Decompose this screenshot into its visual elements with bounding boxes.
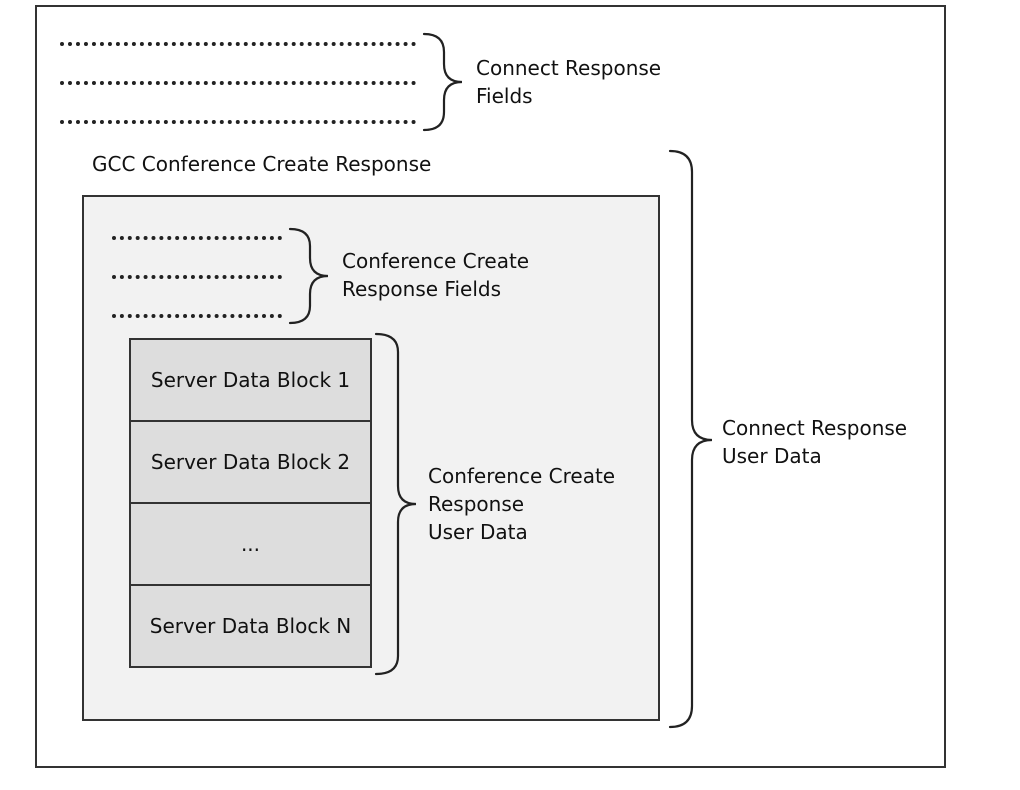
connect-response-field-line bbox=[60, 81, 416, 85]
gcc-conference-create-response-title: GCC Conference Create Response bbox=[92, 152, 432, 176]
connect-response-field-line bbox=[60, 120, 416, 124]
conference-create-response-user-data-label: Conference Create Response User Data bbox=[428, 464, 616, 544]
connect-response-field-line bbox=[60, 42, 416, 46]
server-data-block: Server Data Block N bbox=[129, 586, 372, 668]
conference-create-field-line bbox=[112, 314, 282, 318]
connect-response-user-data-label: Connect Response User Data bbox=[722, 416, 908, 468]
server-data-block: Server Data Block 2 bbox=[129, 422, 372, 504]
conference-create-field-line bbox=[112, 275, 282, 279]
conference-create-response-fields-label: Conference Create Response Fields bbox=[342, 249, 530, 301]
server-data-block-ellipsis: ... bbox=[129, 504, 372, 586]
server-data-block-stack: Server Data Block 1 Server Data Block 2 … bbox=[129, 338, 372, 668]
connect-response-fields-label: Connect Response Fields bbox=[476, 56, 662, 108]
server-data-block: Server Data Block 1 bbox=[129, 338, 372, 422]
conference-create-field-line bbox=[112, 236, 282, 240]
